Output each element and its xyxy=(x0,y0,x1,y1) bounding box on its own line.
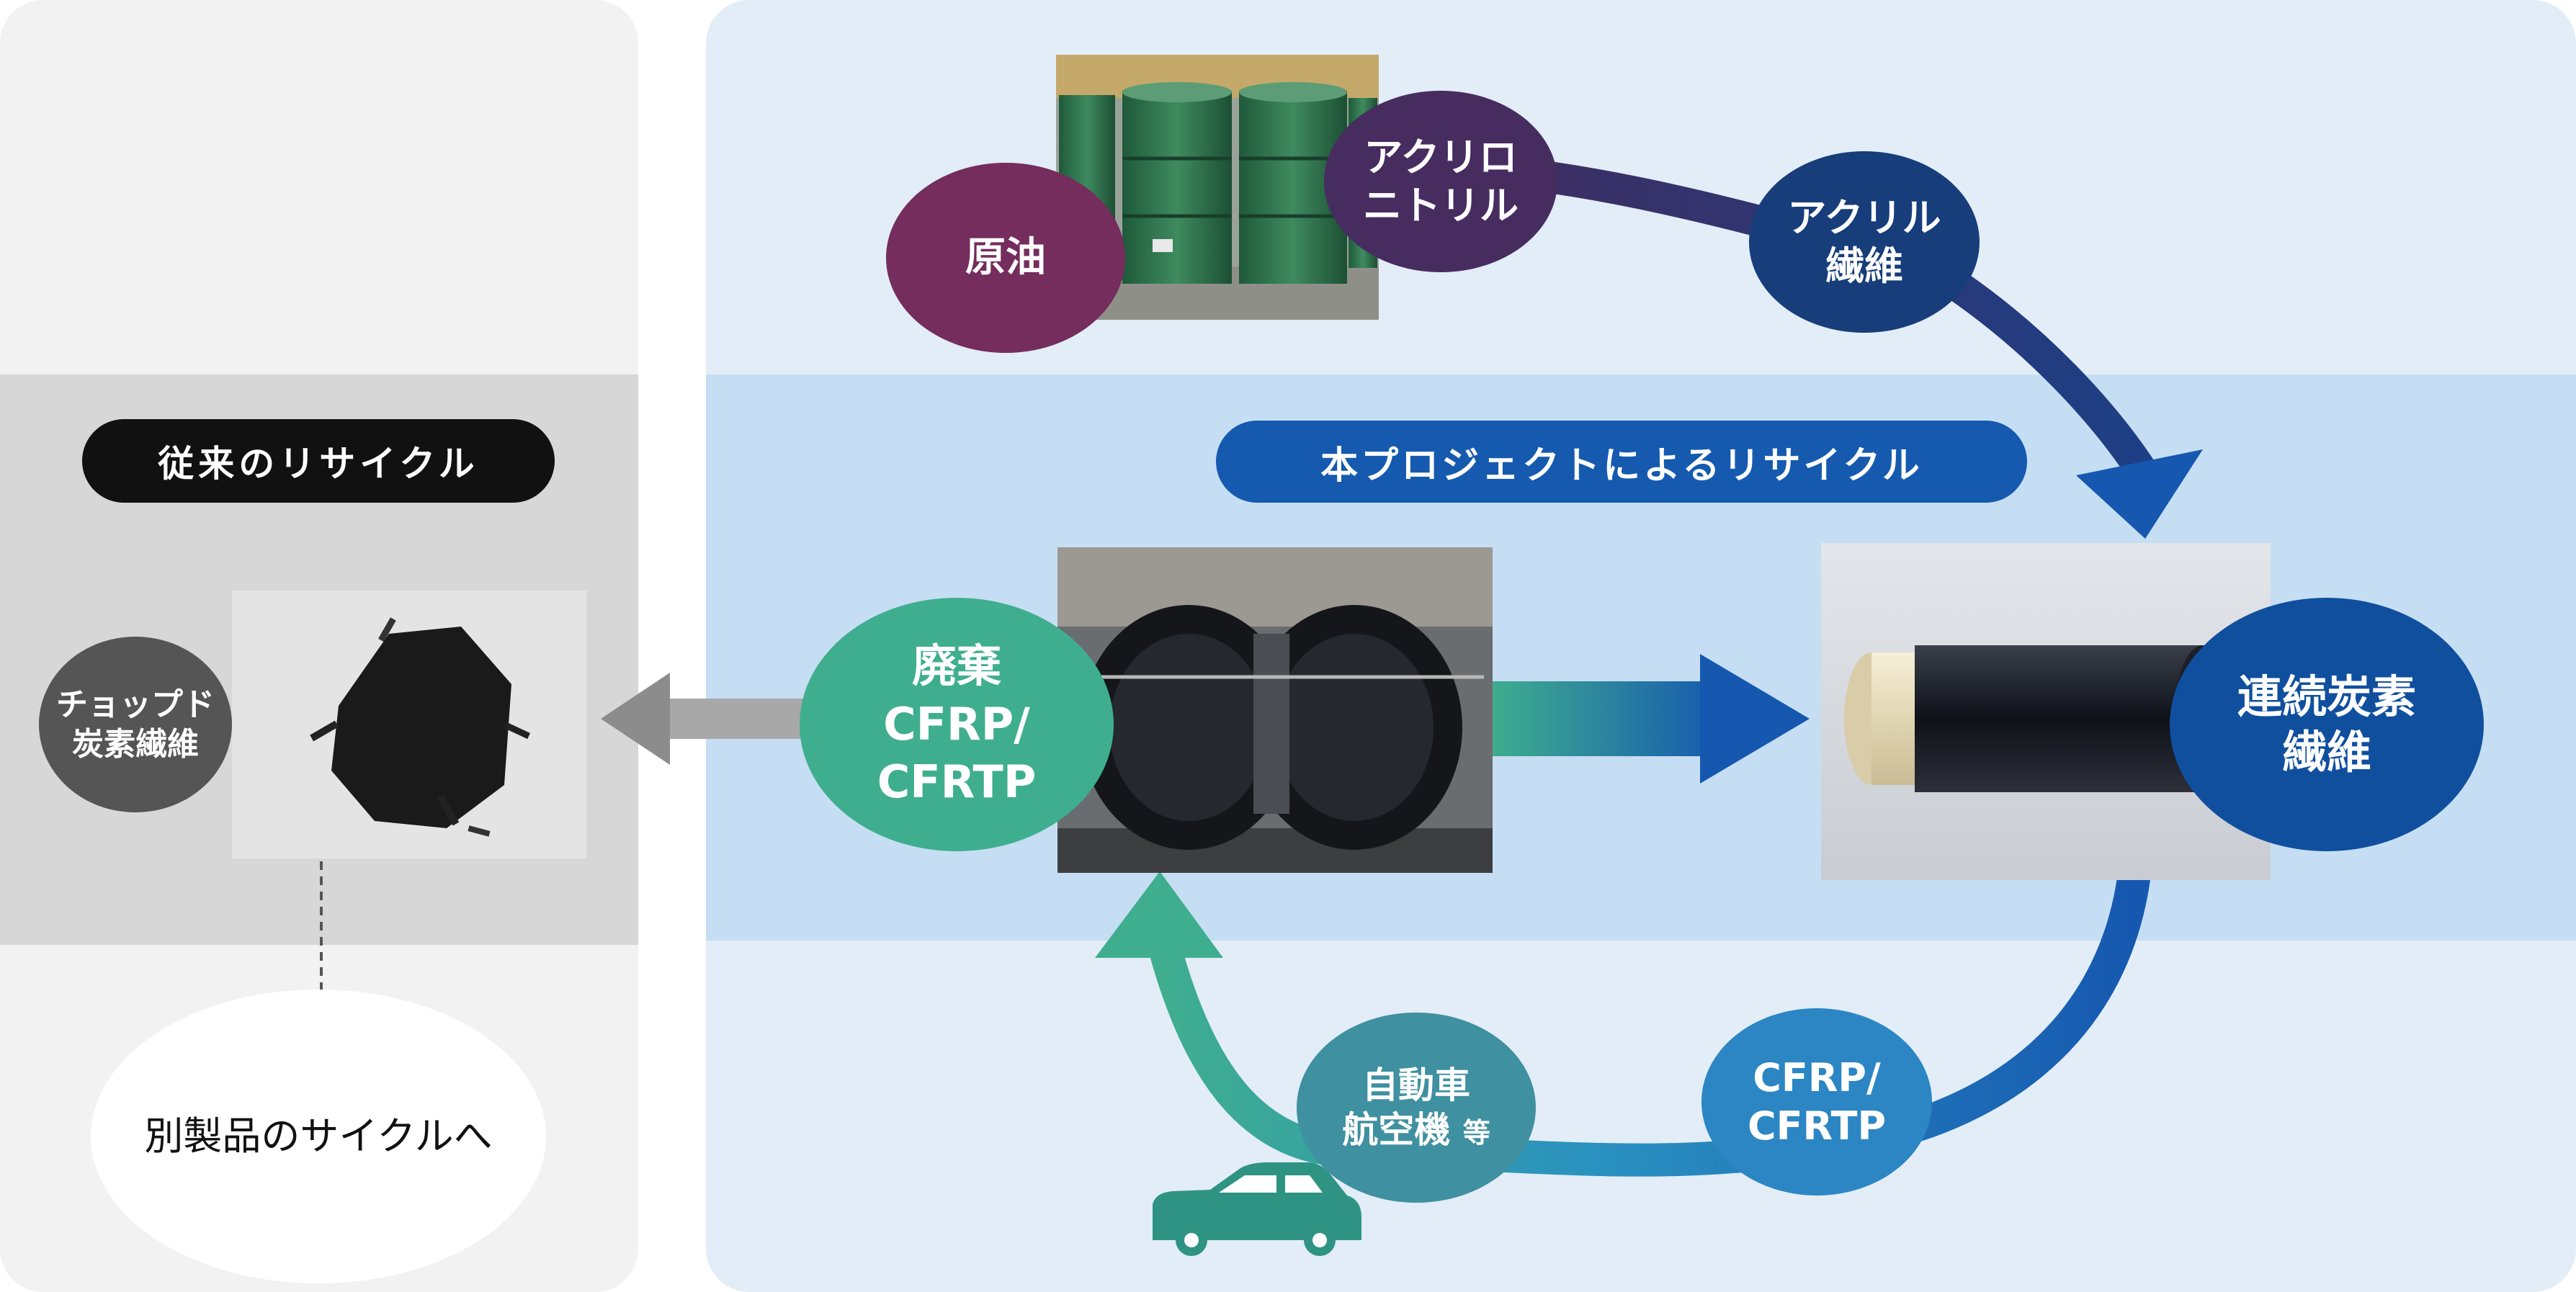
node-crude-oil xyxy=(886,163,1125,353)
legacy-title-pill xyxy=(82,419,555,503)
node-waste xyxy=(800,598,1114,851)
arrow-to-continuous-cf xyxy=(2076,449,2203,539)
label-acrylic-fiber: アクリル繊維 xyxy=(1787,194,1941,290)
node-cfrp-product xyxy=(1701,1008,1932,1195)
label-cfrp-product: CFRP/CFRTP xyxy=(1747,1054,1887,1149)
node-continuous-cf xyxy=(2170,598,2484,851)
node-chopped-cf xyxy=(39,637,232,812)
node-acrylonitrile xyxy=(1324,91,1557,272)
node-acrylic-fiber xyxy=(1749,151,1980,333)
label-crude-oil: 原油 xyxy=(965,234,1046,281)
legacy-title: 従来のリサイクル xyxy=(158,443,479,485)
label-other-cycle: 別製品のサイクルへ xyxy=(144,1113,493,1159)
photo-chopped-fiber xyxy=(232,591,586,858)
project-title: 本プロジェクトによるリサイクル xyxy=(1320,444,1923,488)
node-usage xyxy=(1297,1013,1536,1203)
photo-crusher xyxy=(1057,547,1493,873)
label-usage: 自動車 航空機 等 xyxy=(1342,1064,1490,1152)
bottom-cycle-line xyxy=(1143,862,2150,1177)
car-icon xyxy=(1153,1162,1361,1256)
arrow-right-shaft xyxy=(1488,681,1726,756)
label-continuous-cf: 連続炭素繊維 xyxy=(2237,670,2416,779)
project-title-pill xyxy=(1216,421,2027,503)
label-acrylonitrile: アクリロニトリル xyxy=(1363,134,1519,229)
arrow-left-head xyxy=(601,673,670,765)
arrow-to-waste xyxy=(1095,871,1223,958)
label-chopped-cf: チョップド炭素繊維 xyxy=(56,686,215,763)
arrow-right-head xyxy=(1700,654,1810,784)
node-other-cycle xyxy=(91,990,546,1283)
